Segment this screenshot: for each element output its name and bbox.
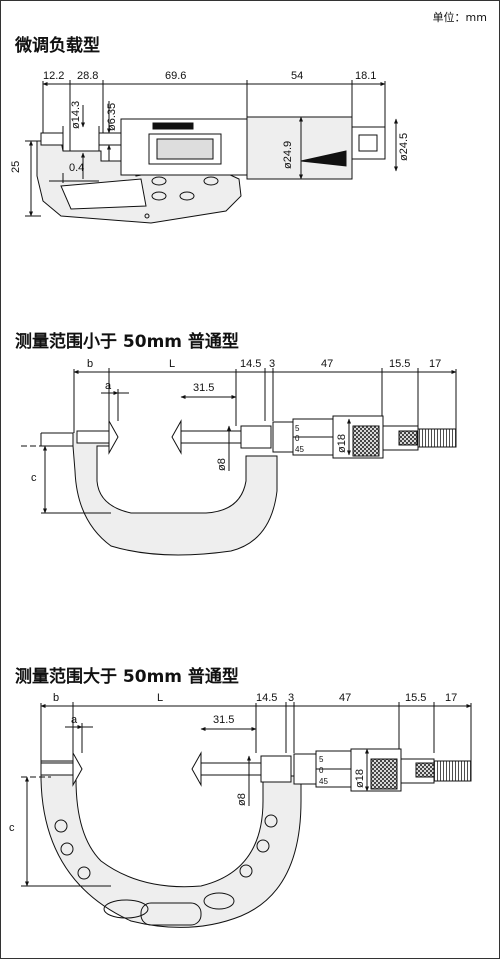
unit-label: 单位：mm bbox=[432, 11, 487, 24]
dim-28-8: 28.8 bbox=[77, 70, 98, 82]
dim-69-6: 69.6 bbox=[165, 70, 186, 82]
dim-a-large: a bbox=[71, 714, 78, 726]
dim-47-large: 47 bbox=[339, 692, 351, 704]
dim-18-1: 18.1 bbox=[355, 70, 376, 82]
dim-d24-9: ø24.9 bbox=[282, 141, 294, 169]
dim-31-5: 31.5 bbox=[193, 382, 214, 394]
dim-12-2: 12.2 bbox=[43, 70, 64, 82]
dim-d8-large: ø8 bbox=[236, 793, 248, 806]
dim-d14-3: ø14.3 bbox=[70, 101, 82, 129]
dim-3: 3 bbox=[269, 358, 275, 370]
dim-d6-35: ø6.35 bbox=[106, 103, 118, 131]
dim-31-5-large: 31.5 bbox=[213, 714, 234, 726]
dim-d8: ø8 bbox=[216, 458, 228, 471]
dim-d24-5: ø24.5 bbox=[398, 133, 410, 161]
scale-0: 0 bbox=[295, 434, 300, 443]
dim-a: a bbox=[105, 380, 112, 392]
dim-14-5-large: 14.5 bbox=[256, 692, 277, 704]
large-dim-labels: b L 14.5 3 47 15.5 17 a 31.5 ø8 ø18 c 5 … bbox=[9, 692, 457, 834]
digital-micrometer-drawing bbox=[25, 80, 398, 224]
section-title-large: 测量范围大于 50mm 普通型 bbox=[15, 667, 239, 687]
dim-54: 54 bbox=[291, 70, 303, 82]
dim-b-large: b bbox=[53, 692, 59, 704]
dim-15-5-large: 15.5 bbox=[405, 692, 426, 704]
digital-dim-labels: 12.2 28.8 69.6 54 18.1 ø14.3 ø6.35 ø24.9… bbox=[10, 70, 410, 174]
scale-5-large: 5 bbox=[319, 755, 324, 764]
dim-15-5: 15.5 bbox=[389, 358, 410, 370]
dim-d18: ø18 bbox=[336, 434, 348, 453]
scale-0-large: 0 bbox=[319, 766, 324, 775]
dim-c: c bbox=[31, 472, 37, 484]
large-micrometer-drawing bbox=[21, 702, 472, 928]
dim-47: 47 bbox=[321, 358, 333, 370]
dim-L-large: L bbox=[157, 692, 163, 704]
scale-45: 45 bbox=[295, 445, 304, 454]
section-title-digital: 微调负载型 bbox=[15, 36, 100, 56]
dim-0-4: 0.4 bbox=[69, 162, 84, 174]
small-dim-labels: b L 14.5 3 47 15.5 17 a 31.5 ø8 ø18 c 5 … bbox=[31, 358, 441, 484]
scale-5: 5 bbox=[295, 424, 300, 433]
small-micrometer-drawing bbox=[21, 368, 457, 556]
dim-d18-large: ø18 bbox=[354, 769, 366, 788]
dim-L: L bbox=[169, 358, 175, 370]
dim-c-large: c bbox=[9, 822, 15, 834]
dim-14-5: 14.5 bbox=[240, 358, 261, 370]
dim-25: 25 bbox=[10, 161, 22, 173]
scale-45-large: 45 bbox=[319, 777, 328, 786]
dim-17: 17 bbox=[429, 358, 441, 370]
section-title-small: 测量范围小于 50mm 普通型 bbox=[15, 332, 239, 352]
dim-17-large: 17 bbox=[445, 692, 457, 704]
dim-3-large: 3 bbox=[288, 692, 294, 704]
dim-b: b bbox=[87, 358, 93, 370]
